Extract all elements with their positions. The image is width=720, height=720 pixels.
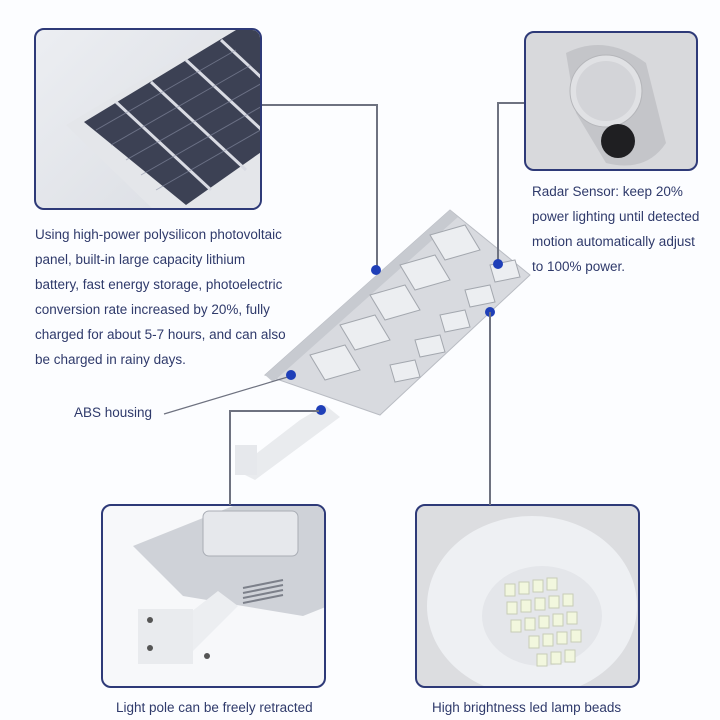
solar-marker-dot [371,265,381,275]
solar-street-light-main-image [235,209,531,480]
solar-desc-line: be charged in rainy days. [35,352,186,367]
abs-housing-label: ABS housing [74,405,153,420]
solar-leader-horizontal [262,104,377,106]
radar-sensor-description: Radar Sensor: keep 20% power lighting un… [532,179,699,279]
radar-desc-line: power lighting until detected [532,209,700,224]
solar-panel-illustration [66,30,260,208]
pole-leader-horizontal [229,410,319,412]
led-caption: High brightness led lamp beads [432,700,622,715]
radar-desc-line: to 100% power. [532,259,626,274]
solar-desc-line: conversion rate increased by 20%, fully [35,302,270,317]
led-lens-illustration [427,516,637,686]
housing-leader-line [163,375,292,415]
housing-marker-dot [286,370,296,380]
radar-sensor-illustration [566,45,666,166]
pole-detail-image [101,504,326,688]
pole-caption: Light pole can be freely retracted [116,700,313,715]
radar-desc-line: Radar Sensor: keep 20% [532,184,683,199]
solar-desc-line: Using high-power polysilicon photovoltai… [35,227,282,242]
radar-sensor-detail-image [524,31,698,171]
radar-leader-vertical [497,102,499,264]
pole-marker-dot [316,405,326,415]
solar-desc-line: battery, fast energy storage, photoelect… [35,277,283,292]
pole-leader-vertical [229,410,231,505]
solar-panel-description: Using high-power polysilicon photovoltai… [35,222,286,372]
solar-desc-line: panel, built-in large capacity lithium [35,252,246,267]
radar-leader-horizontal [498,102,524,104]
solar-panel-detail-image [34,28,262,210]
radar-desc-line: motion automatically adjust [532,234,695,249]
led-beads-detail-image [415,504,640,688]
radar-marker-dot [493,259,503,269]
solar-desc-line: charged for about 5-7 hours, and can als… [35,327,286,342]
solar-leader-vertical [376,104,378,270]
led-leader-vertical [489,312,491,505]
pole-bracket-illustration [133,506,324,664]
